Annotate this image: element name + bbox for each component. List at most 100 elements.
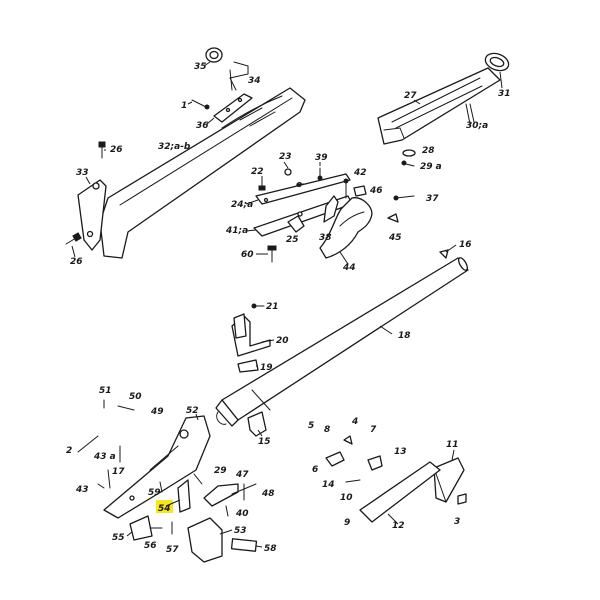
label-53: 53 [234, 526, 247, 536]
label-51: 51 [99, 386, 112, 396]
block-55 [129, 515, 153, 541]
label-4: 4 [351, 417, 358, 427]
label-36: 36 [196, 121, 209, 131]
screw-3 [457, 493, 467, 505]
part-54 [177, 479, 191, 513]
label-6: 6 [312, 465, 318, 475]
tang-plate-36 [213, 93, 253, 123]
pin-37-45 [387, 195, 415, 223]
spring-48 [231, 483, 257, 501]
label-33: 33 [76, 168, 89, 178]
label-21: 21 [266, 302, 279, 312]
label-26-bottom: 26 [70, 257, 83, 267]
label-54: 54 [158, 504, 171, 514]
side-plate-12 [359, 461, 441, 523]
label-17: 17 [112, 467, 125, 477]
label-13: 13 [394, 447, 407, 457]
label-1: 1 [181, 101, 187, 111]
block-25 [287, 215, 305, 233]
label-27: 27 [404, 91, 417, 101]
label-32: 32;a-b [158, 142, 191, 152]
label-16: 16 [459, 240, 472, 250]
plate-58 [230, 538, 258, 552]
label-10: 10 [340, 493, 353, 503]
label-24a: 24;a [231, 200, 253, 210]
label-55: 55 [112, 533, 125, 543]
label-14: 14 [322, 480, 335, 490]
label-26-top: 26 [110, 145, 123, 155]
label-30a: 30;a [466, 121, 488, 131]
leader-lines [71, 61, 503, 548]
label-49: 49 [150, 407, 164, 417]
label-29a: 29 a [420, 162, 442, 172]
label-12: 12 [392, 521, 405, 531]
label-20: 20 [276, 336, 289, 346]
label-2: 2 [66, 446, 72, 456]
sling-swivel-34 [229, 61, 249, 91]
label-11: 11 [446, 440, 459, 450]
breech-block-53 [187, 517, 223, 563]
pins-29-40-59 [159, 473, 229, 517]
label-60: 60 [241, 250, 254, 260]
label-47: 47 [235, 470, 249, 480]
label-19: 19 [260, 363, 273, 373]
label-35: 35 [194, 62, 207, 72]
label-38: 38 [319, 233, 332, 243]
label-59: 59 [148, 488, 161, 498]
label-40: 40 [235, 509, 249, 519]
pins-2-17-43 [77, 399, 135, 489]
label-48: 48 [261, 489, 275, 499]
forend-cap-31 [484, 52, 510, 72]
label-44: 44 [342, 263, 356, 273]
label-54-highlight [156, 500, 173, 513]
barrel [215, 257, 469, 427]
label-56: 56 [144, 541, 157, 551]
label-37: 37 [426, 194, 439, 204]
lower-tang-receiver [103, 415, 211, 519]
buttplate [77, 179, 107, 251]
label-15: 15 [258, 437, 271, 447]
screws-56-57 [149, 521, 173, 535]
forend [377, 67, 501, 145]
label-41a: 41;a [225, 226, 248, 236]
lever-spring-24 [255, 173, 351, 205]
label-18: 18 [398, 331, 411, 341]
label-9: 9 [344, 518, 350, 528]
label-e: e [296, 180, 302, 190]
label-29: 29 [214, 466, 227, 476]
label-34: 34 [248, 76, 261, 86]
label-39: 39 [315, 153, 328, 163]
label-3: 3 [454, 517, 460, 527]
rear-sight-20 [231, 313, 271, 357]
label-7: 7 [370, 425, 377, 435]
part-labels: 35 34 1 36 26 32;a-b 33 26 27 31 30;a 28… [66, 62, 511, 555]
label-22: 22 [251, 167, 264, 177]
buttplate-screws [65, 141, 106, 245]
label-46: 46 [369, 186, 383, 196]
label-42: 42 [353, 168, 367, 178]
pin-1 [191, 99, 210, 110]
label-8: 8 [324, 425, 330, 435]
label-57: 57 [166, 545, 179, 555]
label-50: 50 [129, 392, 142, 402]
ring-35 [205, 47, 223, 63]
trigger-guard-44 [319, 197, 373, 259]
lever-47 [203, 483, 239, 507]
label-25: 25 [286, 235, 299, 245]
barrel-band-15 [247, 411, 267, 437]
small-parts-22-23-39 [258, 167, 323, 191]
label-45: 45 [388, 233, 402, 243]
label-28: 28 [422, 146, 435, 156]
label-23: 23 [279, 152, 292, 162]
forend-screws [401, 103, 475, 167]
small-parts-4-6-13 [325, 435, 383, 483]
label-58: 58 [264, 544, 277, 554]
label-31: 31 [498, 89, 511, 99]
screw-60 [267, 245, 277, 263]
label-43: 43 [75, 485, 89, 495]
parts-42-46 [343, 178, 367, 199]
hammer-38 [323, 195, 339, 223]
label-52: 52 [186, 406, 199, 416]
butt-stock [99, 87, 306, 259]
